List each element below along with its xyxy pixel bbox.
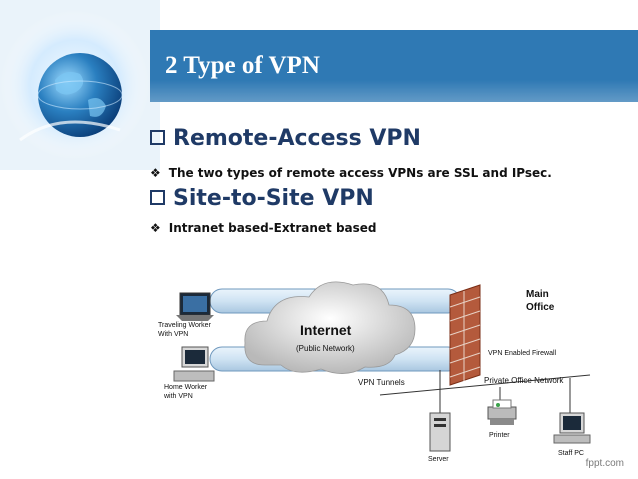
internet-subtitle: (Public Network)	[296, 344, 355, 353]
globe-icon	[0, 0, 160, 170]
footer-brand: fppt.com	[585, 458, 624, 469]
private-network-label: Private Office Network	[484, 376, 564, 385]
firewall-label: VPN Enabled Firewall	[488, 350, 557, 357]
title-bar-shade	[150, 80, 638, 102]
checkbox-bullet-icon	[150, 129, 165, 145]
vpn-tunnels-label: VPN Tunnels	[358, 378, 405, 387]
vpn-network-diagram: Internet (Public Network) Traveling Work…	[158, 281, 591, 463]
pc-icon	[553, 412, 591, 444]
heading-remote-access: Remote-Access VPN	[150, 126, 421, 151]
home-worker-label: Home Worker with VPN	[163, 384, 209, 400]
staff-pc-label: Staff PC	[558, 450, 584, 457]
heading-text: Site-to-Site VPN	[173, 186, 374, 211]
printer-icon	[487, 399, 517, 425]
internet-title: Internet	[300, 322, 352, 338]
bullet-remote-access: ❖ The two types of remote access VPNs are…	[150, 166, 552, 180]
slide-title: 2 Type of VPN	[165, 52, 320, 79]
bullet-site-to-site: ❖ Intranet based-Extranet based	[150, 221, 377, 235]
laptop-icon	[176, 292, 214, 321]
heading-site-to-site: Site-to-Site VPN	[150, 186, 374, 211]
desktop-icon	[173, 346, 215, 382]
bullet-text: Intranet based-Extranet based	[168, 221, 377, 235]
network-lines	[379, 370, 591, 415]
diamond-bullet-icon: ❖	[150, 221, 161, 235]
checkbox-bullet-icon	[150, 189, 165, 205]
server-icon	[429, 412, 451, 452]
firewall-icon	[449, 284, 481, 386]
traveling-worker-label: Traveling Worker With VPN	[158, 322, 213, 338]
printer-label: Printer	[489, 432, 510, 439]
server-label: Server	[428, 456, 449, 463]
cloud-icon	[244, 281, 416, 374]
bullet-text: The two types of remote access VPNs are …	[168, 166, 552, 180]
heading-text: Remote-Access VPN	[173, 126, 421, 151]
diamond-bullet-icon: ❖	[150, 166, 161, 180]
main-office-label: Main Office	[526, 289, 555, 313]
title-bar	[150, 30, 638, 102]
